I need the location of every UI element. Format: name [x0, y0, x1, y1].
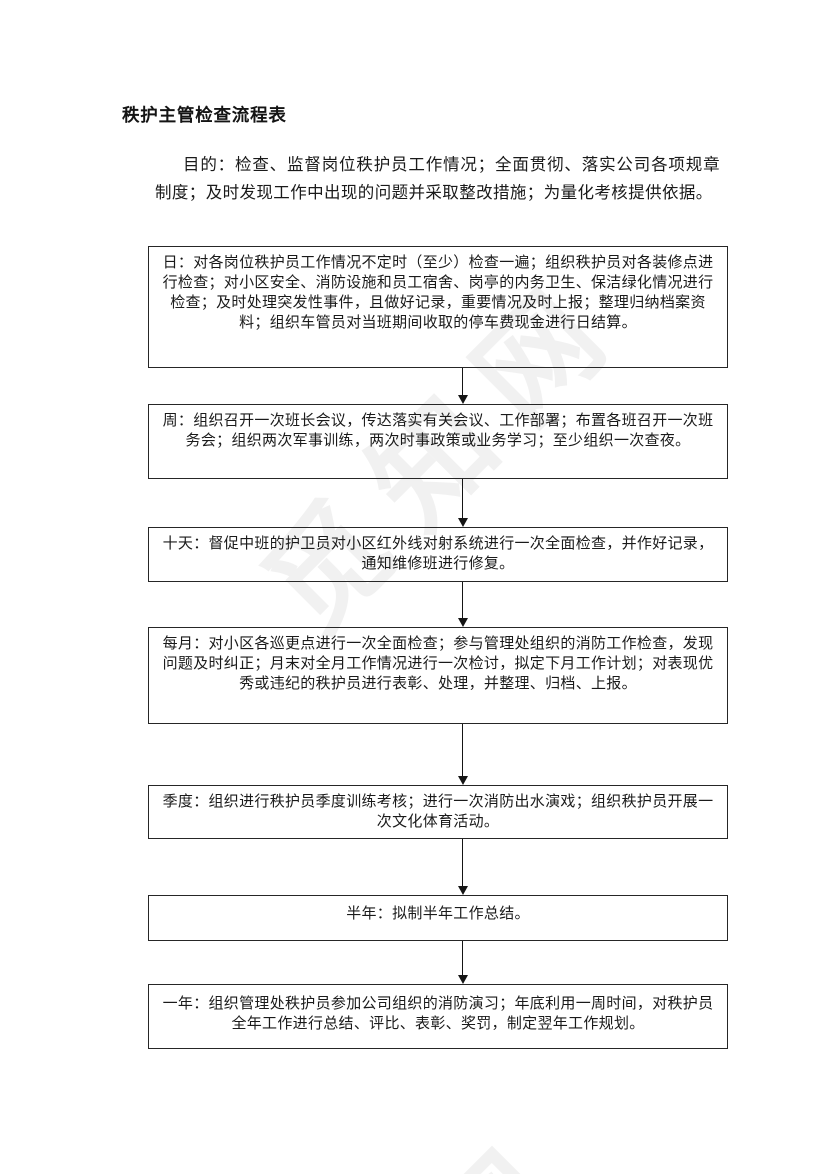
arrow-down-icon — [457, 886, 468, 895]
flow-box-halfyear: 半年：拟制半年工作总结。 — [148, 895, 728, 941]
flow-box-daily: 日：对各岗位秩护员工作情况不定时（至少）检查一遍；组织秩护员对各装修点进行检查；… — [148, 246, 728, 368]
flow-box-monthly: 每月：对小区各巡更点进行一次全面检查；参与管理处组织的消防工作检查，发现问题及时… — [148, 627, 728, 724]
flow-box-tendays-text: 督促中班的护卫员对小区红外线对射系统进行一次全面检查，并作好记录，通知维修班进行… — [208, 535, 714, 572]
flow-arrow-daily-to-weekly — [457, 368, 468, 404]
flow-arrow-tendays-to-monthly — [457, 582, 468, 627]
arrow-line — [461, 941, 464, 975]
flow-box-monthly-text: 对小区各巡更点进行一次全面检查；参与管理处组织的消防工作检查，发现问题及时纠正；… — [162, 635, 714, 692]
flow-box-halfyear-text: 拟制半年工作总结。 — [392, 905, 530, 922]
arrow-line — [461, 839, 464, 886]
flow-arrow-quarter-to-halfyear — [457, 839, 468, 895]
arrow-line — [461, 582, 464, 618]
page-title: 秩护主管检查流程表 — [122, 105, 287, 125]
flow-box-halfyear-label: 半年： — [346, 905, 393, 922]
flow-arrow-weekly-to-tendays — [457, 479, 468, 527]
flow-arrow-monthly-to-quarter — [457, 724, 468, 785]
flow-box-tendays: 十天：督促中班的护卫员对小区红外线对射系统进行一次全面检查，并作好记录，通知维修… — [148, 527, 728, 582]
flow-box-monthly-label: 每月： — [162, 635, 209, 652]
flow-arrow-halfyear-to-yearly — [457, 941, 468, 984]
flow-box-weekly-text: 组织召开一次班长会议，传达落实有关会议、工作部署；布置各班召开一次班务会；组织两… — [185, 412, 714, 449]
arrow-down-icon — [457, 395, 468, 404]
flow-box-yearly-label: 一年： — [162, 995, 209, 1012]
flow-box-tendays-label: 十天： — [162, 535, 209, 552]
flow-box-yearly: 一年：组织管理处秩护员参加公司组织的消防演习；年底利用一周时间，对秩护员全年工作… — [148, 984, 728, 1049]
flow-box-weekly: 周：组织召开一次班长会议，传达落实有关会议、工作部署；布置各班召开一次班务会；组… — [148, 404, 728, 479]
flow-box-weekly-label: 周： — [162, 412, 194, 429]
arrow-line — [461, 479, 464, 518]
arrow-down-icon — [457, 618, 468, 627]
flow-box-yearly-text: 组织管理处秩护员参加公司组织的消防演习；年底利用一周时间，对秩护员全年工作进行总… — [208, 995, 714, 1032]
arrow-line — [461, 724, 464, 776]
watermark-text-bottom: 觅知网 — [175, 1088, 610, 1174]
arrow-down-icon — [457, 518, 468, 527]
flow-box-quarter-label: 季度： — [162, 793, 209, 810]
arrow-line — [461, 368, 464, 395]
purpose-paragraph: 目的：检查、监督岗位秩护员工作情况；全面贯彻、落实公司各项规章制度；及时发现工作… — [155, 156, 720, 202]
flow-box-daily-label: 日： — [162, 254, 194, 271]
arrow-down-icon — [457, 776, 468, 785]
flow-box-daily-text: 对各岗位秩护员工作情况不定时（至少）检查一遍；组织秩护员对各装修点进行检查；对小… — [162, 254, 714, 331]
arrow-down-icon — [457, 975, 468, 984]
flow-box-quarter-text: 组织进行秩护员季度训练考核；进行一次消防出水演戏；组织秩护员开展一次文化体育活动… — [208, 793, 714, 830]
flow-box-quarter: 季度：组织进行秩护员季度训练考核；进行一次消防出水演戏；组织秩护员开展一次文化体… — [148, 785, 728, 839]
